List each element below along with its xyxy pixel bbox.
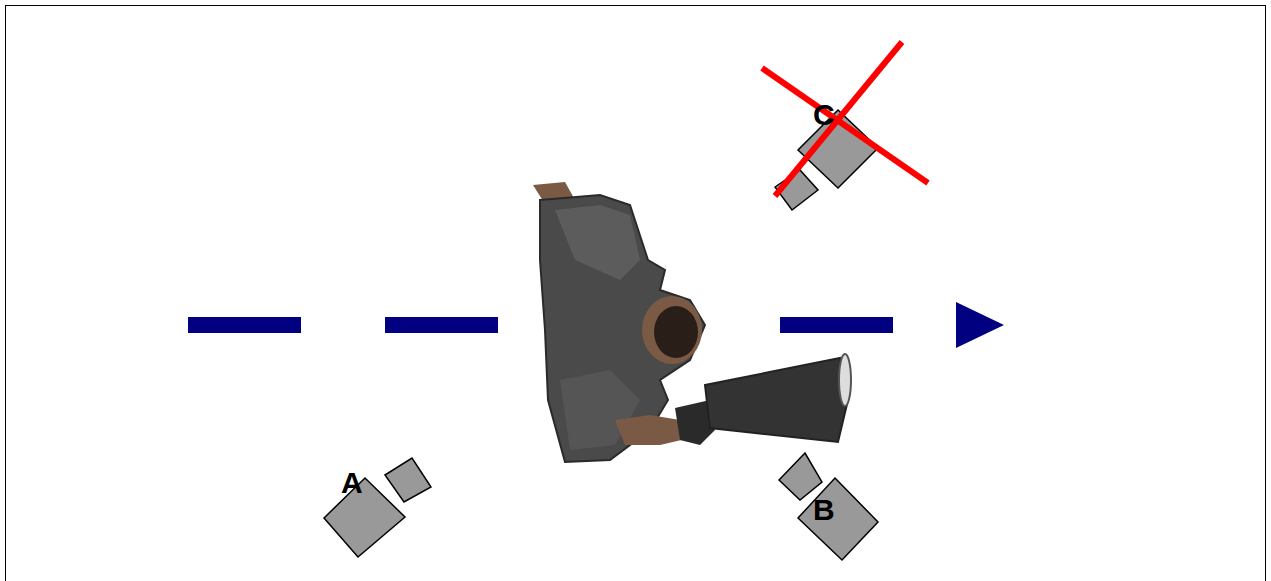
rejected-cross [762,42,928,196]
frame [6,6,1266,581]
camera-letter: B [813,495,835,525]
person-figure [533,182,851,462]
camera-letter: C [813,100,835,130]
camera-letter: A [341,468,363,498]
camera-symbol [779,453,878,560]
camera-symbol [324,458,431,557]
